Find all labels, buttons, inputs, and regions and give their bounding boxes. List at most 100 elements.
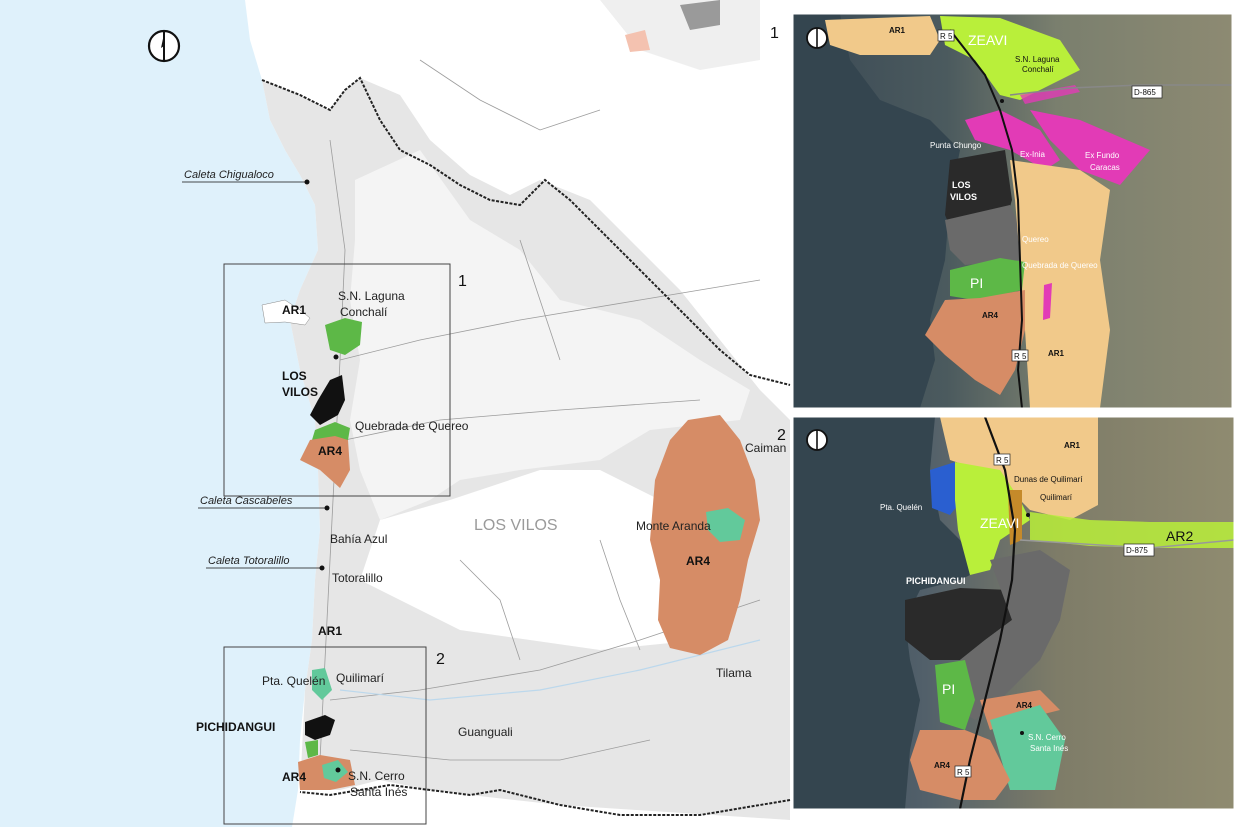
inset-2-pi	[935, 660, 975, 730]
inset-2-label-ar2: AR2	[1166, 528, 1193, 544]
inset-1-label-pi: PI	[970, 275, 983, 291]
inset-1-d865-strip	[1020, 85, 1080, 104]
inset-1-label-ex-inia: Ex-Inia	[1020, 150, 1045, 159]
inset-2-blue	[930, 462, 962, 515]
inset-2-label-sn-cerro-1: S.N. Cerro	[1028, 733, 1066, 742]
inset-1-label-zeavi: ZEAVI	[968, 32, 1007, 48]
neighbor-pink	[625, 30, 650, 52]
label-guanguali: Guanguali	[458, 725, 513, 739]
label-totoralillo: Totoralillo	[332, 571, 383, 585]
inset-1-zeavi	[940, 16, 1080, 100]
label-quilimari: Quilimarí	[336, 671, 385, 685]
label-caleta-cascabeles: Caleta Cascabeles	[200, 495, 293, 507]
inset-2-label-d875: D-875	[1126, 546, 1148, 555]
pichidangui-green	[305, 740, 318, 758]
inset-1-ex-inia	[965, 110, 1060, 170]
north-arrow-icon	[806, 429, 828, 451]
inset-2-label-dunas: Dunas de Quilimarí	[1014, 475, 1083, 484]
inset-1-road-d865	[1009, 84, 1232, 96]
inset-2-label-zeavi: ZEAVI	[980, 515, 1019, 531]
inset-1-label-sn-laguna-1: S.N. Laguna	[1015, 55, 1060, 64]
label-los-vilos-1: LOS	[282, 369, 307, 383]
label-ar1-mid: AR1	[318, 624, 342, 638]
label-pichidangui: PICHIDANGUI	[196, 720, 275, 734]
inset-1-label-ar1-top: AR1	[889, 26, 906, 35]
inset-2-route-badge-top	[993, 453, 1011, 466]
inset-1-ex-fundo	[1030, 110, 1150, 185]
neighbor-commune	[600, 0, 760, 70]
label-sn-cerro-1: S.N. Cerro	[348, 769, 405, 783]
inset-1-label-vilos: VILOS	[950, 192, 977, 202]
label-sn-laguna-1: S.N. Laguna	[338, 289, 405, 303]
quebrada-quereo-area	[312, 422, 350, 442]
label-frame-2-edge: 2	[777, 427, 786, 444]
label-ar4-east: AR4	[686, 554, 710, 568]
inset-1-border	[792, 13, 1233, 409]
road-network	[319, 59, 761, 761]
label-bahia-azul: Bahía Azul	[330, 532, 387, 546]
inset-1-ar1-top	[825, 16, 940, 55]
label-quebrada-quereo: Quebrada de Quereo	[355, 419, 469, 433]
inset-1-quereo	[945, 205, 1025, 265]
inset-1-pink-strip	[1043, 283, 1052, 320]
inset-2-route-badge-d875	[1123, 543, 1155, 557]
zone-ar1-top	[261, 299, 311, 326]
inset-2-cerro-point	[1020, 731, 1024, 735]
inset-2-label-pi: PI	[942, 681, 955, 697]
inset-2-label-ar4-right: AR4	[1016, 701, 1033, 710]
inset-2-sn-cerro	[990, 705, 1065, 790]
inset-1-label-r5-top: R 5	[940, 32, 953, 41]
inset-2-ar2	[1030, 512, 1234, 548]
point-laguna	[333, 354, 339, 360]
inset-1-label-quebrada-quereo: Quebrada de Quereo	[1022, 261, 1098, 270]
inset-1-label-r5-bottom: R 5	[1014, 352, 1027, 361]
inset-1-label-ar1-bottom: AR1	[1048, 349, 1065, 358]
inset-1-route-badge-bottom	[1011, 349, 1029, 362]
inset-1-pi	[950, 258, 1025, 300]
inset-map-1: AR1 R 5 ZEAVI S.N. Laguna Conchalí D-865…	[793, 14, 1232, 408]
sn-laguna-conchali-area	[325, 318, 362, 355]
pichidangui-urban	[305, 715, 335, 740]
inset-2-label-r5-bottom: R 5	[957, 768, 970, 777]
inset-1-label-d865: D-865	[1134, 88, 1156, 97]
label-ar1-top: AR1	[282, 303, 306, 317]
point-cerro	[335, 767, 341, 773]
label-caleta-totoralillo: Caleta Totoralillo	[208, 555, 290, 567]
north-arrow-icon	[147, 29, 181, 63]
label-tilama: Tilama	[716, 666, 752, 680]
stream-network	[339, 639, 761, 701]
quilimari-green	[312, 668, 332, 700]
valley-white-2	[360, 470, 740, 650]
inset-1-label-punta-chungo: Punta Chungo	[930, 141, 982, 150]
commune-boundary	[261, 76, 791, 816]
monte-aranda-area	[706, 508, 745, 542]
los-vilos-urban	[310, 375, 345, 425]
inset-1-label-los: LOS	[952, 180, 971, 190]
inset-frame-1	[223, 263, 451, 497]
inset-2-label-quilimari: Quilimarí	[1040, 493, 1073, 502]
inset-1-laguna-point	[1000, 99, 1004, 103]
inset-1-ar4	[925, 290, 1025, 395]
label-frame-1: 1	[458, 273, 467, 290]
inset-2-route-5	[958, 417, 1017, 809]
inset-1-label-sn-laguna-2: Conchalí	[1022, 65, 1054, 74]
label-frame-2: 2	[436, 651, 445, 668]
inset-2-quilimari-point	[1026, 513, 1030, 517]
inset-2-label-ar1: AR1	[1064, 441, 1081, 450]
inset-2-pichidangui-urban	[905, 588, 1012, 660]
zone-ar4-north	[300, 436, 350, 488]
inset-1-label-ex-fundo-1: Ex Fundo	[1085, 151, 1120, 160]
inset-2-gray-zone	[945, 550, 1070, 720]
label-frame-1-edge: 1	[770, 25, 779, 42]
label-ar4-north: AR4	[318, 444, 342, 458]
label-pta-quelen: Pta. Quelén	[262, 674, 325, 688]
inset-1-label-ar4: AR4	[982, 311, 999, 320]
label-ar4-south: AR4	[282, 770, 306, 784]
zone-ar4-east	[650, 415, 760, 655]
inset-map-2: AR1 R 5 Dunas de Quilimarí Quilimarí Pta…	[793, 417, 1234, 809]
inset-1-label-quereo: Quereo	[1022, 235, 1049, 244]
sn-cerro-area	[322, 760, 348, 782]
inset-2-label-sn-cerro-2: Santa Inés	[1030, 744, 1068, 753]
